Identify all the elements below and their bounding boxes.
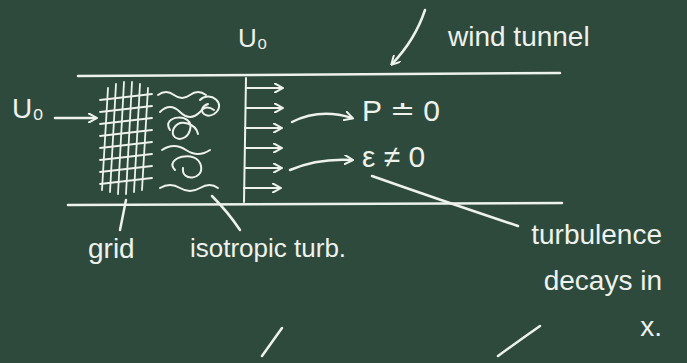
tunnel-wall bbox=[78, 73, 560, 76]
leader-line bbox=[372, 176, 518, 226]
decay-note: turbulence decays in x. bbox=[522, 212, 662, 351]
flow-arrow bbox=[55, 117, 96, 120]
isotropic-label: isotropic turb. bbox=[190, 234, 346, 263]
chalk-stroke bbox=[262, 328, 282, 356]
wind-tunnel-label: wind tunnel bbox=[448, 22, 590, 53]
grid-mesh bbox=[100, 82, 152, 194]
velocity-label: U₀ bbox=[12, 94, 44, 125]
leader-arrow bbox=[292, 114, 352, 122]
leader-arrow bbox=[290, 160, 352, 170]
turbulence-swirls bbox=[158, 92, 219, 191]
velocity-profile bbox=[244, 78, 282, 202]
grid-label: grid bbox=[88, 234, 135, 265]
leader-line bbox=[212, 196, 240, 230]
dissipation-label: ε ≠ 0 bbox=[362, 140, 425, 173]
leader-line bbox=[120, 200, 126, 230]
production-label: P ≐ 0 bbox=[362, 94, 440, 127]
leader-line bbox=[392, 10, 425, 64]
tunnel-wall bbox=[68, 203, 562, 205]
velocity-label: U₀ bbox=[238, 24, 268, 53]
chalk-stroke bbox=[498, 326, 540, 356]
